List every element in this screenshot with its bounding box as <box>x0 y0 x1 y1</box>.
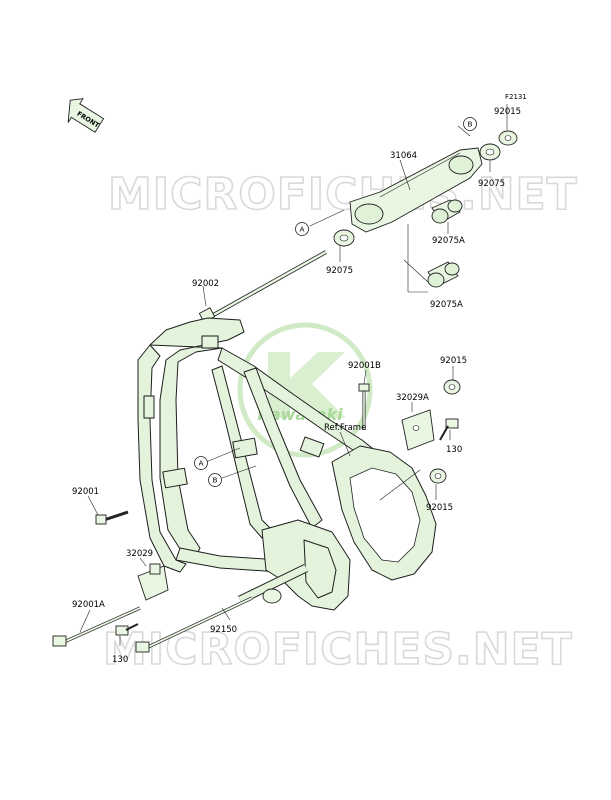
label-92075-right: 92075 <box>478 179 505 189</box>
label-92075a-top: 92075A <box>432 236 465 246</box>
label-92075a-bottom: 92075A <box>430 300 463 310</box>
label-92001: 92001 <box>72 487 99 497</box>
bushing-92075a-top <box>431 199 463 224</box>
bolt-130-right <box>439 418 459 441</box>
label-92015-mid: 92015 <box>440 356 467 366</box>
nut-92015-mid <box>443 379 461 395</box>
front-arrow-icon: FRONT <box>67 98 105 133</box>
label-31064: 31064 <box>390 151 417 161</box>
callout-b-top: B <box>463 117 477 131</box>
label-92015-low: 92015 <box>426 503 453 513</box>
label-32029: 32029 <box>126 549 153 559</box>
label-ref-frame: Ref.Frame <box>324 423 366 433</box>
watermark-top: MICROFICHES.NET <box>108 169 578 220</box>
callout-b-frame: B <box>208 473 222 487</box>
engine-mount-bracket-31064 <box>349 147 483 233</box>
bolt-92001a <box>52 606 141 647</box>
bolt-92001 <box>95 510 129 525</box>
callout-a-top: A <box>295 222 309 236</box>
label-92001a: 92001A <box>72 600 105 610</box>
callout-a-frame: A <box>194 456 208 470</box>
bracket-32029 <box>137 563 169 601</box>
bushing-92075a-bottom <box>427 261 460 288</box>
label-92015-top: 92015 <box>494 107 521 117</box>
svg-text:B: B <box>213 477 218 485</box>
watermark-bottom: MICROFICHES.NET <box>103 624 573 675</box>
bolt-92150 <box>135 596 253 653</box>
leader-lines <box>79 104 508 646</box>
label-130-left: 130 <box>112 655 128 665</box>
bolt-130-left <box>115 623 139 636</box>
washer-92015-top <box>498 130 518 146</box>
label-32029a: 32029A <box>396 393 429 403</box>
label-92075-left: 92075 <box>326 266 353 276</box>
svg-text:B: B <box>468 121 473 129</box>
label-92002: 92002 <box>192 279 219 289</box>
label-92150: 92150 <box>210 625 237 635</box>
svg-text:A: A <box>199 460 204 468</box>
collar-92075-right <box>479 143 501 161</box>
label-130-right: 130 <box>446 445 462 455</box>
nut-92015-low <box>429 468 447 484</box>
bracket-32029a <box>401 409 435 451</box>
svg-text:A: A <box>300 226 305 234</box>
label-92001b: 92001B <box>348 361 381 371</box>
collar-92075-left <box>333 229 355 247</box>
figure-code: F2131 <box>505 93 527 101</box>
motorcycle-frame <box>137 317 437 611</box>
